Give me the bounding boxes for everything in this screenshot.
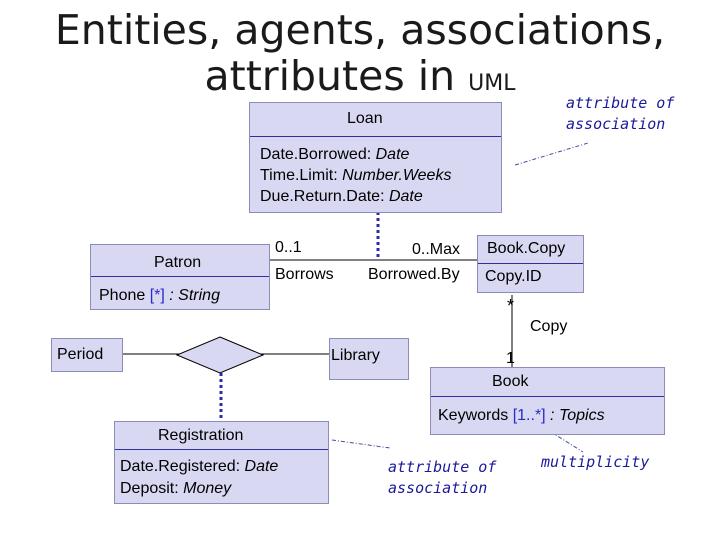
note-pointer-bottom: [331, 439, 391, 449]
book-separator: [431, 396, 664, 397]
patron-attr-phone: Phone [*] : String: [99, 286, 220, 306]
book-attr-type: : Topics: [545, 407, 605, 424]
registration-attr-deposit: Deposit: Money: [120, 479, 231, 499]
patron-end-multiplicity: 0..1: [275, 239, 302, 256]
book-attr-keywords: Keywords [1..*] : Topics: [438, 406, 605, 426]
loan-attr2-type: Number.Weeks: [342, 167, 452, 184]
loan-attr3-name: Due.Return.Date:: [260, 188, 389, 205]
association-diamond: [175, 336, 265, 374]
loan-class-name: Loan: [347, 110, 383, 127]
registration-attr1-type: Date: [244, 458, 279, 475]
patron-separator: [91, 276, 269, 277]
patron-attr-multiplicity: [*]: [149, 287, 165, 304]
loan-class-box: Loan Date.Borrowed: Date Time.Limit: Num…: [249, 102, 502, 213]
patron-class-box: Patron Phone [*] : String: [90, 244, 270, 310]
loan-attr1-type: Date: [375, 146, 410, 163]
book-class-box: Book Keywords [1..*] : Topics: [430, 367, 665, 435]
note-attribute-of-association-bottom: attribute of association: [388, 457, 496, 499]
loan-attr1-name: Date.Borrowed:: [260, 146, 376, 163]
period-class-box: Period: [51, 338, 123, 372]
patron-attr-name: Phone: [99, 287, 150, 304]
registration-separator: [115, 449, 328, 450]
registration-class-box: Registration Date.Registered: Date Depos…: [114, 421, 329, 504]
loan-attr-time-limit: Time.Limit: Number.Weeks: [260, 166, 451, 186]
slide-title-line2: attributes in UML: [0, 52, 720, 108]
book-attr-name: Keywords: [438, 407, 513, 424]
patron-class-name: Patron: [154, 254, 202, 271]
note-top-line1: attribute of: [566, 94, 675, 112]
slide-title-line1: Entities, agents, associations,: [54, 6, 666, 54]
copy-end-multiplicity-star: *: [507, 296, 515, 316]
bookcopy-separator: [478, 263, 583, 264]
period-class-name: Period: [57, 346, 104, 363]
loan-attr-due-return-date: Due.Return.Date: Date: [260, 187, 423, 207]
patron-attr-type: : String: [164, 287, 220, 304]
note-bottom-line2: association: [388, 479, 488, 497]
loan-separator: [250, 136, 501, 137]
registration-attr2-type: Money: [183, 480, 232, 497]
copy-end-role: Copy: [530, 318, 568, 335]
title-main-text: attributes in: [204, 52, 469, 100]
loan-attr-date-borrowed: Date.Borrowed: Date: [260, 145, 409, 165]
bookcopy-end-role: Borrowed.By: [368, 266, 460, 283]
library-class-box: Library: [329, 338, 409, 380]
note-pointer-top: [514, 142, 589, 166]
registration-attr-date: Date.Registered: Date: [120, 457, 278, 477]
book-end-multiplicity: 1: [506, 350, 515, 367]
note-pointer-multiplicity: [542, 426, 584, 453]
bookcopy-class-name: Book.Copy: [487, 240, 566, 257]
bookcopy-end-multiplicity: 0..Max: [412, 241, 461, 258]
note-top-line2: association: [566, 115, 666, 133]
library-class-name: Library: [331, 347, 380, 364]
loan-attr2-name: Time.Limit:: [260, 167, 343, 184]
title-uml-text: UML: [468, 71, 516, 96]
note-attribute-of-association-top: attribute of association: [566, 93, 674, 135]
patron-end-role: Borrows: [275, 266, 334, 283]
loan-attr3-type: Date: [388, 188, 423, 205]
note-multiplicity: multiplicity: [541, 453, 650, 471]
note-bottom-line1: attribute of: [388, 458, 497, 476]
book-attr-multiplicity: [1..*]: [512, 407, 546, 424]
bookcopy-class-box: Book.Copy Copy.ID: [477, 235, 584, 293]
registration-class-name: Registration: [158, 427, 244, 444]
registration-attr2-name: Deposit:: [120, 480, 184, 497]
registration-attr1-name: Date.Registered:: [120, 458, 245, 475]
book-class-name: Book: [492, 373, 529, 390]
bookcopy-attr-copy-id: Copy.ID: [485, 268, 542, 285]
